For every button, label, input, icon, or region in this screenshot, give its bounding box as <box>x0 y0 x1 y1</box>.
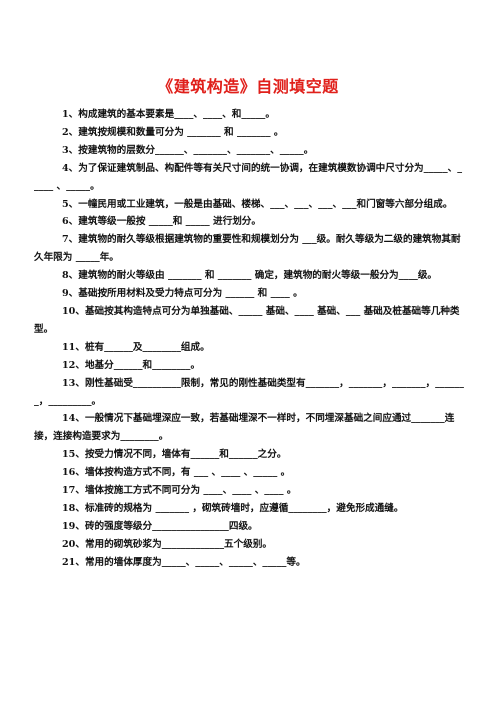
question-12: 12、地基分______和________。 <box>62 359 201 371</box>
question-5: 5、一幢民用或工业建筑，一般是由基础、楼梯、___、___、___、___和门窗… <box>62 198 453 210</box>
question-18: 18、标准砖的规格为 _______ ，砌筑砖墙时，应遵循________，避免… <box>62 502 404 514</box>
question-2: 2、建筑按规模和数量可分为 _______ 和 _______ 。 <box>62 126 284 138</box>
document-title: 《建筑构造》自测填空题 <box>157 77 339 96</box>
question-17: 17、墙体按施工方式不同可分为 ____、____ 、____ 。 <box>62 485 297 497</box>
question-11: 11、桩有______及________组成。 <box>62 341 210 353</box>
question-13: 13、刚性基础受__________限制，常见的刚性基础类型有_______，_… <box>34 377 464 407</box>
question-7: 7、建筑物的耐久等级根据建筑物的重要性和规模划分为 ___级。耐久等级为二级的建… <box>34 234 461 264</box>
question-16: 16、墙体按构造方式不同，有 ___ 、____ 、_____ 。 <box>62 467 291 479</box>
question-1: 1、构成建筑的基本要素是____、____、和_____。 <box>62 109 275 120</box>
question-19: 19、砖的强度等级分________________四级。 <box>62 520 258 532</box>
question-15: 15、按受力情况不同，墙体有______和______之分。 <box>62 449 287 461</box>
question-20: 20、常用的砌筑砂浆为_____________五个级别。 <box>62 538 273 550</box>
question-10: 10、基础按其构造特点可分为单独基础、_____ 基础、____ 基础、___ … <box>34 305 460 335</box>
question-list: 1、构成建筑的基本要素是____、____、和_____。 2、建筑按规模和数量… <box>34 106 464 572</box>
question-9: 9、基础按所用材料及受力特点可分为 ______ 和 ____ 。 <box>62 288 303 300</box>
question-4: 4、为了保证建筑制品、构配件等有关尺寸间的统一协调，在建筑模数协调中尺寸分为__… <box>34 162 463 192</box>
question-8: 8、建筑物的耐火等级由 _______ 和 _______ 确定，建筑物的耐火等… <box>62 270 438 282</box>
question-21: 21、常用的墙体厚度为_____、_____、_____、_____等。 <box>62 556 306 568</box>
question-6: 6、建筑等级一般按 _____和 _____ 进行划分。 <box>62 216 261 228</box>
question-14: 14、一般情况下基础埋深应一致，若基础埋深不一样时，不同埋深基础之间应通过___… <box>34 413 455 443</box>
question-3: 3、按建筑物的层数分______、_______、_______、_____。 <box>62 144 314 156</box>
